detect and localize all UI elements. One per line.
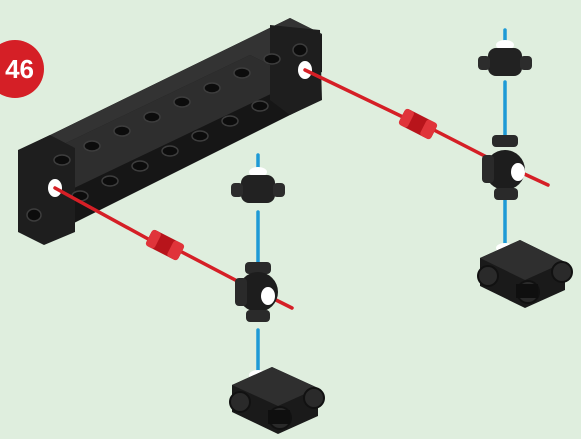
black-wheel-block-icon xyxy=(477,240,573,308)
black-wheel-block-icon xyxy=(229,367,325,434)
black-hub-connector-icon xyxy=(231,167,285,322)
step-number-badge: 46 xyxy=(0,40,44,98)
black-hub-connector-icon xyxy=(478,40,532,200)
beam-frame xyxy=(18,18,322,245)
red-bushing-icon xyxy=(145,108,438,261)
